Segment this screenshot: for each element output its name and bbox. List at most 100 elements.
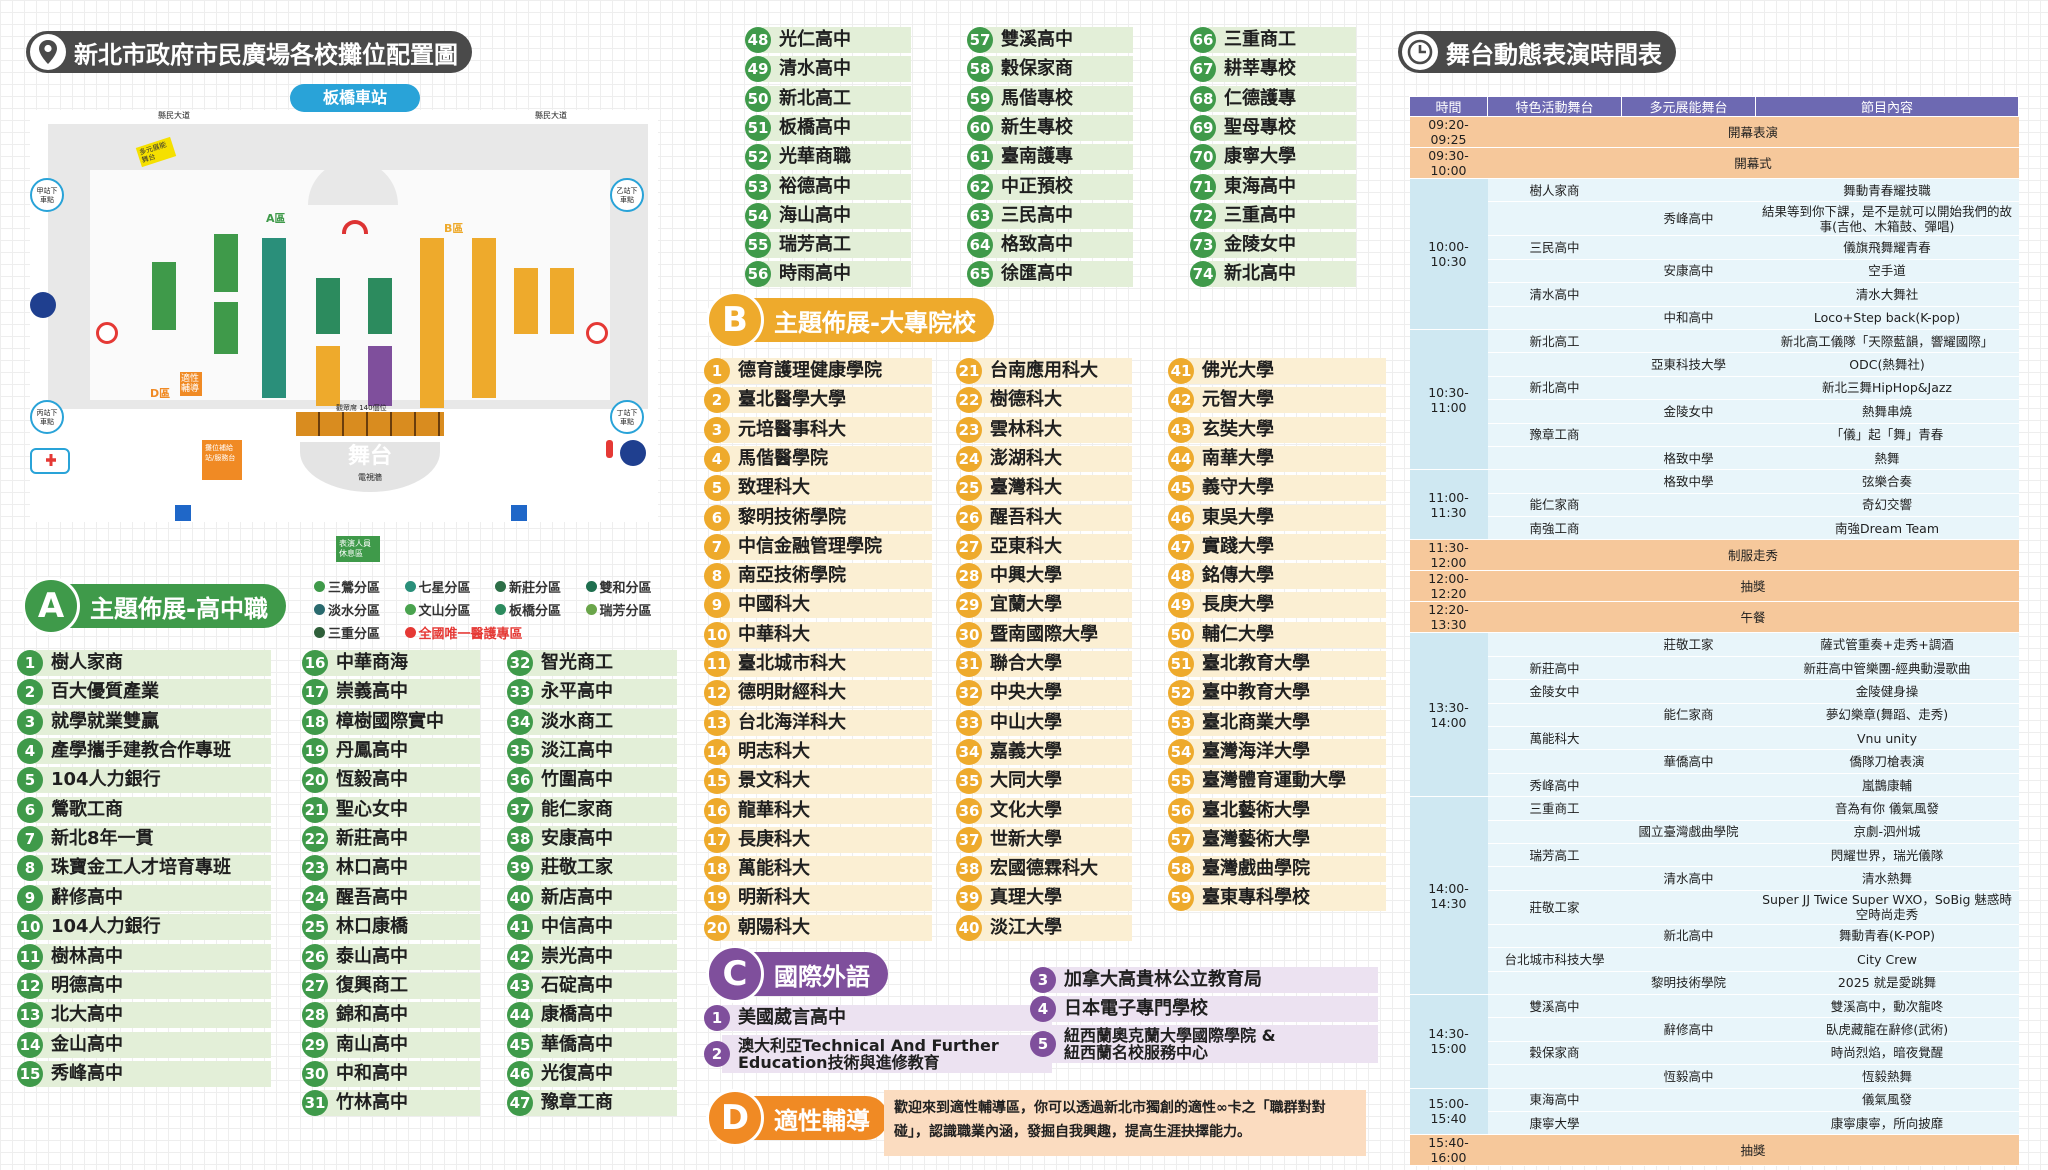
list-label: 仁德護專 [1208, 85, 1356, 112]
list-label: 臺北城市科大 [722, 651, 932, 677]
stage-b-cell: 能仁家商 [1621, 703, 1756, 728]
schedule-row: 華僑高中僑隊刀槍表演 [1410, 749, 2019, 774]
list-number-badge: 9 [704, 592, 730, 619]
list-label: 紐西蘭奧克蘭大學國際學院 &紐西蘭名校服務中心 [1048, 1025, 1378, 1063]
seat-block [296, 412, 444, 436]
time-cell: 09:20-09:25 [1409, 116, 1488, 148]
stage-b-cell [1621, 656, 1756, 681]
booth-map: 板橋車站 縣民大道 縣民大道 A區 B區 C區 D區 觀眾席 140個位 舞台 … [30, 84, 658, 562]
list-number-badge: 72 [1190, 202, 1216, 229]
program-cell: 舞動青春(K-POP) [1755, 924, 2019, 949]
fire-extinguisher-icon [606, 440, 613, 458]
legend-dot [404, 581, 416, 592]
list-number-badge: 40 [507, 884, 533, 911]
program-cell: 2025 就是愛跳舞 [1755, 971, 2019, 995]
program-cell: 熱舞 [1755, 446, 2019, 471]
program-cell: 開幕式 [1487, 147, 2019, 179]
program-cell: 南強Dream Team [1755, 516, 2019, 541]
program-cell: 開幕表演 [1487, 116, 2019, 148]
fountain-icon [342, 220, 368, 234]
list-number-badge: 47 [1168, 533, 1194, 560]
time-cell: 14:30-15:00 [1409, 994, 1488, 1089]
list-number-badge: 28 [956, 563, 982, 590]
list-label: 樹林高中 [35, 943, 271, 970]
list-label: 中正預校 [985, 173, 1133, 200]
list-label: 醒吾高中 [320, 884, 480, 911]
list-number-badge: 12 [17, 972, 43, 999]
schedule-row: 穀保家商時尚烈焰，暗夜覺醒 [1410, 1041, 2019, 1066]
list-number-badge: 73 [1190, 232, 1216, 259]
list-label: 時雨高中 [763, 261, 911, 288]
program-cell: 清水大舞社 [1755, 282, 2019, 307]
program-cell: 儀氣風發 [1755, 1088, 2019, 1112]
time-cell: 10:00-10:30 [1409, 178, 1488, 330]
stage-b-cell: 清水高中 [1621, 866, 1756, 891]
list-label: 華僑高中 [525, 1031, 677, 1058]
list-number-badge: 68 [1190, 85, 1216, 112]
stage-a-cell: 樹人家商 [1487, 178, 1622, 203]
list-number-badge: 4 [704, 445, 730, 472]
schedule-row: 三民高中儀旗飛舞耀青春 [1410, 235, 2019, 260]
list-number-badge: 27 [956, 533, 982, 560]
list-number-badge: 38 [507, 826, 533, 853]
list-label: 就學就業雙贏 [35, 708, 271, 735]
ambulance-icon [30, 448, 70, 474]
stall-column [316, 346, 340, 406]
program-cell: 結果等到你下課，是不是就可以開始我們的故事(吉他、木箱鼓、彈唱) [1755, 201, 2019, 237]
list-number-badge: 51 [745, 114, 771, 141]
stage-b-cell [1621, 423, 1756, 447]
program-cell: 臥虎藏龍在辭修(武術) [1755, 1017, 2019, 1042]
list-number-badge: 36 [507, 767, 533, 794]
list-number-badge: 8 [704, 563, 730, 590]
stage-b-cell: 金陵女中 [1621, 399, 1756, 424]
schedule-row: 新莊高中新莊高中管樂團-經典動漫歌曲 [1410, 656, 2019, 681]
list-number-badge: 6 [704, 504, 730, 531]
stage-b-cell: 秀峰高中 [1621, 201, 1756, 237]
list-number-badge: 17 [704, 826, 730, 853]
program-cell: 午餐 [1487, 601, 2019, 634]
program-cell: 金陵健身操 [1755, 679, 2019, 704]
list-number-badge: 32 [507, 650, 533, 676]
list-label: 金山高中 [35, 1031, 271, 1058]
list-label: 新北高工 [763, 85, 911, 112]
program-cell: 嵐鵲康輔 [1755, 773, 2019, 798]
list-number-badge: 7 [704, 533, 730, 560]
stage-a-cell: 清水高中 [1487, 282, 1622, 307]
list-label: 光華商職 [763, 144, 911, 171]
accessibility-icon [175, 505, 191, 521]
stall-column [316, 278, 340, 334]
list-label: 崇光高中 [525, 943, 677, 970]
legend-dot [314, 581, 325, 592]
list-label: 樹德科大 [974, 387, 1132, 414]
stage-b-cell [1621, 493, 1756, 518]
list-number-badge: 1 [704, 358, 730, 384]
schedule-row: 辭修高中臥虎藏龍在辭修(武術) [1410, 1017, 2019, 1042]
list-number-badge: 40 [956, 914, 982, 941]
stage-a-cell: 新北高工 [1487, 329, 1622, 354]
schedule-header-row: 時間 特色活動舞台 多元展能舞台 節目內容 [1409, 96, 2019, 117]
legend-item: 雙和分區 [585, 577, 669, 596]
program-cell: 京劇-泗州城 [1755, 820, 2019, 844]
list-label: 中信高中 [525, 914, 677, 941]
list-number-badge: 14 [17, 1031, 43, 1058]
list-number-badge: 39 [507, 855, 533, 882]
list-label: 臺灣體育運動大學 [1186, 768, 1386, 795]
